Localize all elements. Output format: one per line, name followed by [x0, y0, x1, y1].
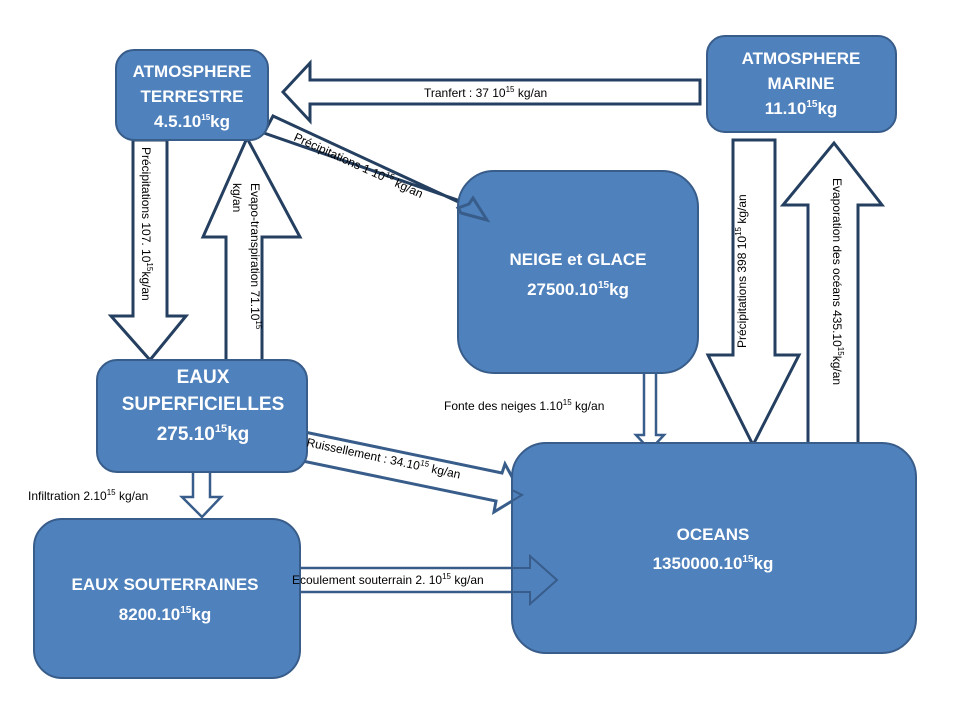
neige-glace-label: NEIGE et GLACE 27500.1015kg	[510, 250, 647, 299]
infiltration-label: Infiltration 2.1015 kg/an	[28, 488, 148, 503]
eaux-souterraines-line1: EAUX SOUTERRAINES	[71, 575, 258, 594]
ecoulement-souterrain-label: Ecoulement souterrain 2. 1015 kg/an	[292, 572, 484, 587]
transfert-arrow	[280, 59, 702, 125]
precip-neige-label: Précipitations 1 1015 kg/an	[292, 129, 426, 201]
atmosphere-marine-line2: MARINE	[767, 74, 834, 93]
atmosphere-terrestre-line2: TERRESTRE	[141, 87, 244, 106]
ruissellement-arrow	[281, 427, 525, 516]
infiltration-arrow	[178, 468, 224, 519]
eaux-superficielles-mass: 275.1015kg	[157, 423, 250, 445]
reservoir-atmosphere-terrestre	[115, 49, 269, 141]
eaux-superficielles-line2: SUPERFICIELLES	[122, 394, 285, 415]
fonte-neiges-label: Fonte des neiges 1.1015 kg/an	[444, 398, 604, 413]
eaux-souterraines-mass: 8200.1015kg	[119, 605, 211, 624]
atmosphere-marine-line1: ATMOSPHERE	[742, 49, 861, 68]
neige-glace-mass: 27500.1015kg	[527, 280, 629, 299]
oceans-line1: OCEANS	[677, 525, 750, 544]
evapo-transpiration-unit: kg/an	[230, 183, 244, 212]
atmosphere-terrestre-mass: 4.5.1015kg	[154, 112, 230, 131]
precip-marine-label: Précipitations 398 1015 kg/an	[734, 194, 749, 348]
precip-neige-arrowhead	[455, 195, 491, 223]
atmosphere-marine-label: ATMOSPHERE MARINE 11.1015kg	[742, 49, 861, 118]
precip-marine-arrow	[705, 138, 802, 449]
reservoir-oceans	[511, 442, 917, 654]
eaux-superficielles-label: EAUX SUPERFICIELLES 275.1015kg	[122, 367, 285, 445]
reservoir-neige-glace	[457, 170, 699, 374]
atmosphere-terrestre-label: ATMOSPHERE TERRESTRE 4.5.1015kg	[133, 62, 252, 131]
evapo-transpiration-arrow	[200, 134, 303, 364]
ecoulement-arrowhead	[511, 553, 559, 607]
ruissellement-arrowhead	[511, 488, 525, 503]
atmosphere-marine-mass: 11.1015kg	[765, 99, 838, 118]
transfert-label: Tranfert : 37 1015 kg/an	[424, 85, 547, 100]
reservoir-atmosphere-marine	[706, 35, 897, 133]
reservoir-eaux-superficielles	[96, 359, 308, 473]
neige-glace-line1: NEIGE et GLACE	[510, 250, 647, 269]
evaporation-oceans-label: Evaporation des océans 435.1015kg/an	[830, 178, 845, 385]
evaporation-oceans-arrow	[779, 140, 886, 452]
reservoir-eaux-souterraines	[33, 518, 301, 679]
precip-terrestre-arrow	[107, 138, 190, 363]
eaux-superficielles-line1: EAUX	[177, 367, 230, 388]
precip-terrestre-label: Précipitations 107. 1015kg/an	[139, 147, 154, 301]
oceans-label: OCEANS 1350000.1015kg	[653, 525, 774, 573]
atmosphere-terrestre-line1: ATMOSPHERE	[133, 62, 252, 81]
evapo-transpiration-label: Evapo-transpiration 71.1015	[248, 183, 263, 330]
oceans-mass: 1350000.1015kg	[653, 554, 774, 573]
eaux-souterraines-label: EAUX SOUTERRAINES 8200.1015kg	[71, 575, 258, 624]
